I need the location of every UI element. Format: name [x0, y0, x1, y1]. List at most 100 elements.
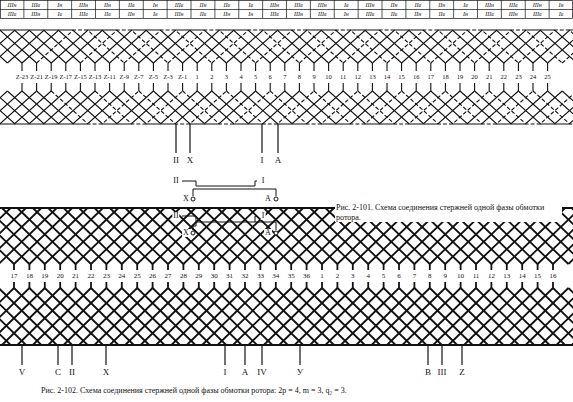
end-connection [562, 30, 573, 63]
phase-label: X [182, 195, 190, 203]
table-column-line [143, 0, 144, 18]
phase-label: X [182, 229, 190, 237]
table-cell: Iн [558, 2, 565, 8]
table-column-line [191, 0, 192, 18]
slot-number: 11 [339, 74, 347, 81]
slot-number: 36 [302, 273, 311, 280]
slot-number: 16 [549, 273, 558, 280]
slot-bar [275, 282, 277, 288]
slot-bar [489, 83, 490, 91]
end-connection [387, 30, 475, 63]
phase-label: IV [256, 368, 268, 377]
slot-bar [13, 264, 15, 270]
lead-wire [427, 345, 428, 365]
slot-bar [313, 63, 314, 71]
end-connection [226, 91, 314, 124]
slot-number: 28 [179, 273, 188, 280]
table-cell: Iн [343, 11, 350, 17]
slot-number: 2 [209, 74, 214, 81]
slot-number: Z-3 [162, 74, 173, 81]
slot-bar [28, 282, 30, 288]
slot-number: 8 [427, 273, 433, 280]
slot-number: Z-19 [44, 74, 59, 81]
slot-bar [430, 83, 431, 91]
figure-caption: Рис. 2-101. Схема соединения стержней од… [335, 203, 562, 222]
table-column-line [405, 0, 406, 18]
slot-bar [489, 63, 490, 71]
slot-bar [226, 63, 227, 71]
table-cell: Iн [56, 2, 63, 8]
slot-bar [532, 83, 533, 91]
slot-bar [167, 63, 168, 71]
slot-bar [284, 63, 285, 71]
slot-bar [226, 83, 227, 91]
slot-bar [444, 264, 446, 270]
slot-number: 30 [210, 273, 219, 280]
slot-bar [398, 282, 400, 288]
slot-bar [75, 264, 77, 270]
end-connection [548, 30, 573, 63]
slot-bar [240, 63, 241, 71]
phase-label: I [261, 177, 266, 185]
slot-bar [109, 83, 110, 91]
slot-bar [124, 63, 125, 71]
slot-bar [383, 264, 385, 270]
slot-bar [51, 63, 52, 71]
slot-bar [552, 264, 554, 270]
terminal [191, 231, 195, 235]
table-column-line [119, 0, 120, 18]
lead-wire [189, 124, 190, 153]
slot-bar [51, 83, 52, 91]
rotor-winding-2-101 [0, 30, 573, 124]
table-cell: IIв [223, 2, 232, 8]
slot-number: 8 [297, 74, 302, 81]
slot-bar [401, 63, 402, 71]
end-connection [476, 288, 573, 345]
slot-bar [336, 264, 338, 270]
end-connection [538, 288, 573, 345]
slot-bar [352, 282, 354, 288]
phase-label: III [437, 368, 448, 377]
end-connection [343, 30, 431, 63]
phase-label: В [424, 368, 432, 377]
slot-bar [503, 63, 504, 71]
slot-bar [90, 264, 92, 270]
slot-bar [36, 63, 37, 71]
slot-bar [21, 63, 22, 71]
phase-label: A [264, 229, 272, 237]
slot-number: 21 [485, 74, 494, 81]
table-column-line [47, 0, 48, 18]
end-connection [7, 91, 95, 124]
slot-bar [229, 264, 231, 270]
table-cell: Iв [343, 2, 350, 8]
slot-bar [182, 282, 184, 288]
slot-bar [490, 282, 492, 288]
slot-number: 14 [518, 273, 527, 280]
table-cell: IIв [414, 2, 423, 8]
slot-bar [270, 63, 271, 71]
phase-label: У [296, 368, 304, 377]
terminal [274, 231, 278, 235]
slot-number: 17 [10, 273, 19, 280]
phase-label: С [54, 368, 62, 377]
slot-number: 25 [543, 74, 552, 81]
table-cell: IIIн [317, 2, 328, 8]
slot-bars-2-101 [22, 63, 548, 91]
table-cell: IIн [413, 11, 422, 17]
table-column-line [382, 0, 383, 18]
table-cell: IIв [127, 2, 136, 8]
table-cell: IIIв [532, 11, 543, 17]
slot-number: 13 [368, 74, 377, 81]
slot-bar [197, 63, 198, 71]
slot-number: 10 [324, 74, 333, 81]
end-connection [0, 208, 60, 264]
table-cell: IIIв [365, 11, 376, 17]
slot-bar [518, 83, 519, 91]
table-cell: IIIв [31, 2, 42, 8]
end-connection [80, 30, 168, 63]
slot-bar [357, 83, 358, 91]
phase-label: II [172, 212, 179, 220]
slot-bar [244, 282, 246, 288]
slot-table [0, 0, 573, 19]
slot-bar [198, 264, 200, 270]
